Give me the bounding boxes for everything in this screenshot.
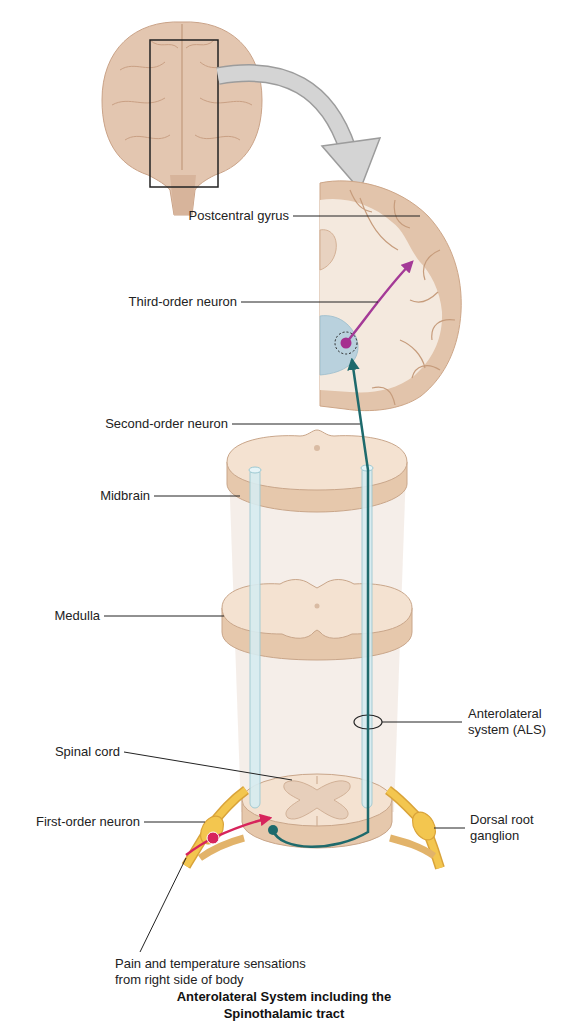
median-fissure — [317, 776, 318, 826]
neuron-body — [207, 832, 219, 844]
dorsal-root-ganglion — [196, 812, 228, 848]
leader-line — [124, 752, 292, 780]
sulci — [350, 190, 455, 405]
leader-line — [434, 828, 465, 829]
part-label: Anterolateral system (ALS) — [468, 706, 563, 738]
part-label: Dorsal root ganglion — [470, 812, 560, 844]
part-label: Spinal cord — [55, 744, 120, 760]
leader-line — [140, 858, 186, 952]
leader-line — [232, 424, 360, 425]
leader-line — [104, 616, 224, 617]
leader-line — [241, 302, 378, 303]
brain-front-view — [102, 22, 262, 215]
second-order-neuron — [273, 360, 368, 847]
part-label: Midbrain — [100, 488, 150, 504]
tube-end — [249, 467, 261, 473]
zoom-box — [150, 40, 218, 187]
part-label: Third-order neuron — [129, 294, 237, 310]
part-label: Pain and temperature sensations from rig… — [115, 956, 335, 988]
zoom-arrow-outline — [218, 73, 348, 150]
leader-line — [154, 496, 240, 497]
ventral-root — [390, 838, 434, 856]
zoom-arrow — [218, 73, 348, 150]
lateral-ventricle — [320, 230, 336, 270]
coronal-section — [320, 181, 461, 411]
leader-line — [293, 216, 420, 217]
leader-lines — [104, 216, 465, 952]
cerebral-aqueduct — [314, 445, 320, 451]
central-canal — [315, 604, 320, 609]
neuron-body — [268, 825, 278, 835]
tract-tube — [250, 468, 260, 808]
part-label: Medulla — [54, 608, 100, 624]
grey-matter — [284, 781, 350, 819]
first-order-neuron — [186, 818, 270, 855]
leader-line — [382, 722, 462, 723]
part-label: Postcentral gyrus — [189, 208, 289, 224]
dorsal-root-ganglion — [408, 808, 440, 844]
midline-fissure — [181, 24, 182, 170]
spinal-nerve-outline — [388, 790, 440, 868]
part-label: Second-order neuron — [105, 416, 228, 432]
caption: Anterolateral System including the Spino… — [154, 988, 414, 1022]
neuron-body — [341, 338, 352, 349]
part-label: First-order neuron — [36, 814, 140, 830]
leader-line — [144, 822, 205, 823]
gyri-lines — [112, 40, 252, 140]
spinal-nerve — [388, 790, 440, 868]
